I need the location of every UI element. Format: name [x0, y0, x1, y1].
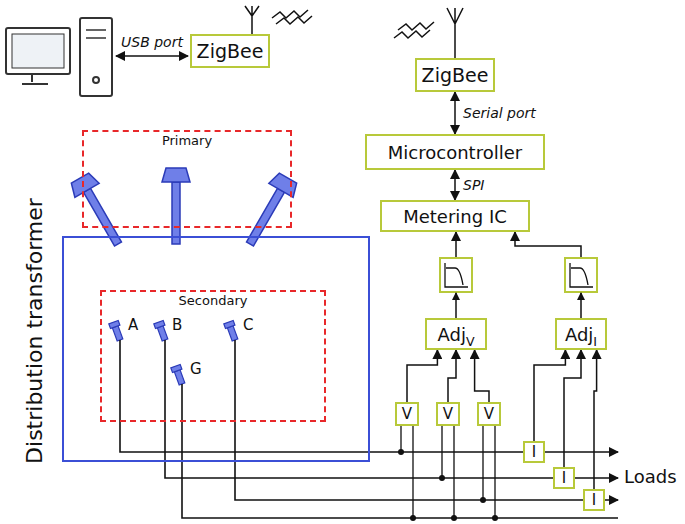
box-text-wrap: ZigBee [422, 64, 489, 86]
box-text-wrap: Microcontroller [388, 142, 522, 163]
usb-link [116, 55, 188, 57]
winding-region: Secondary [100, 290, 326, 422]
box-text-wrap: I [532, 443, 536, 461]
primary-bushing [68, 168, 300, 251]
region-label: Primary [162, 133, 212, 148]
winding-region: Primary [82, 130, 292, 228]
signal-arrow [454, 92, 456, 134]
sensor-box: I [583, 489, 605, 511]
box-text: ZigBee [422, 64, 489, 86]
box-text: Adj [437, 324, 465, 345]
box-text-wrap: Metering IC [403, 206, 507, 227]
box-text: I [593, 333, 597, 348]
junction-dot [398, 449, 498, 521]
lowpass-filter [440, 258, 472, 300]
transformer-box: Distribution transformerSecondary [62, 236, 370, 462]
link-label: Serial port [461, 105, 538, 121]
port-label: USB port [121, 34, 183, 50]
sensor-box: V [436, 402, 460, 426]
box-text: V [484, 405, 494, 423]
box-text: I [592, 491, 596, 509]
adjust-box: AdjV [425, 318, 487, 350]
box-text-wrap: V [484, 405, 494, 423]
signal-arrow [454, 170, 456, 200]
box-text-wrap: I [592, 491, 596, 509]
box-text-wrap: V [402, 405, 412, 423]
box-text: Metering IC [403, 206, 507, 227]
signal-arrow [448, 350, 456, 402]
radio-module: ZigBee [415, 58, 495, 92]
sensor-box: I [523, 441, 545, 463]
sensor-box: V [395, 402, 419, 426]
box-text: V [443, 405, 453, 423]
signal-arrow [564, 350, 581, 467]
computer-icon [6, 18, 112, 96]
box-text: I [532, 443, 536, 461]
antenna [245, 6, 312, 34]
box-text: ZigBee [197, 40, 264, 62]
adjust-box: AdjI [555, 318, 607, 350]
terminal-label: A [128, 316, 138, 334]
load-label: Loads [624, 466, 677, 487]
terminal-label: B [172, 316, 182, 334]
box-text-wrap: AdjI [565, 324, 597, 345]
metering-box: Metering IC [380, 200, 530, 232]
link-label: SPI [461, 177, 486, 193]
sensor-box: I [553, 467, 575, 489]
terminal-label: C [243, 316, 253, 334]
terminal-label: G [190, 360, 202, 378]
box-text: Adj [565, 324, 593, 345]
lowpass-filter [565, 258, 597, 300]
signal-arrow [594, 350, 597, 489]
sensor-lead [401, 426, 495, 518]
box-text-wrap: V [443, 405, 453, 423]
antenna [394, 8, 463, 58]
signal-arrow [534, 350, 565, 441]
signal-arrow [407, 350, 437, 402]
radio-module: ZigBee [190, 34, 270, 68]
box-text: V [466, 333, 475, 348]
box-text-wrap: ZigBee [197, 40, 264, 62]
box-text-wrap: I [562, 469, 566, 487]
region-label: Secondary [179, 293, 248, 308]
sensor-box: V [477, 402, 501, 426]
box-text: I [562, 469, 566, 487]
signal-arrow [475, 350, 489, 402]
box-text: Microcontroller [388, 142, 522, 163]
box-text: V [402, 405, 412, 423]
box-text-wrap: AdjV [437, 324, 474, 345]
vertical-heading: Distribution transformer [22, 198, 47, 464]
controller-box: Microcontroller [365, 134, 545, 170]
